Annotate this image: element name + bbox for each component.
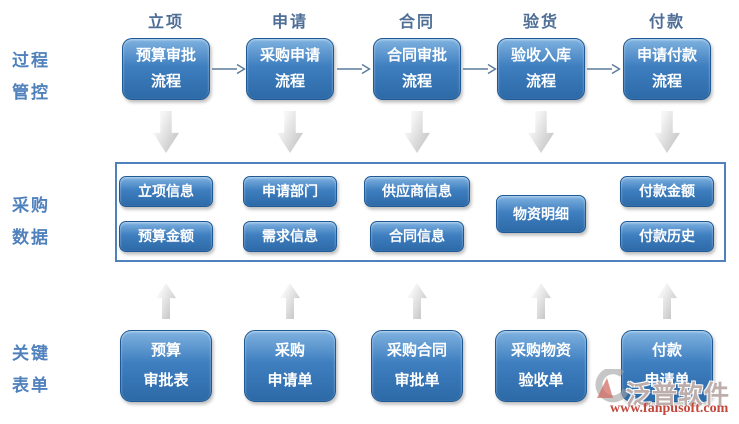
stage-header-project: 立项 bbox=[147, 14, 184, 31]
process-box-receive-stock-in: 验收入库 流程 bbox=[497, 38, 585, 100]
stage-header-inspect: 验货 bbox=[522, 14, 559, 31]
stage-header-request: 申请 bbox=[271, 14, 308, 31]
form-box-contract-approval-form: 采购合同 审批单 bbox=[371, 330, 463, 402]
up-arrow-icon bbox=[531, 283, 551, 319]
form-box-purchase-request-form: 采购 申请单 bbox=[244, 330, 336, 402]
form-box-budget-approval-form: 预算 审批表 bbox=[120, 330, 212, 402]
down-arrow-icon bbox=[277, 111, 303, 153]
data-box-payment-amount: 付款金额 bbox=[620, 176, 714, 207]
data-box-demand-info: 需求信息 bbox=[243, 221, 337, 252]
down-arrow-icon bbox=[404, 111, 430, 153]
process-box-budget-approval: 预算审批 流程 bbox=[122, 38, 210, 100]
watermark-url: www.fanpusoft.com bbox=[610, 401, 729, 416]
flow-right-arrow-icon bbox=[463, 63, 497, 75]
data-box-payment-history: 付款历史 bbox=[620, 221, 714, 252]
form-box-payment-request-form: 付款 申请单 bbox=[621, 330, 713, 402]
data-box-budget-amount: 预算金额 bbox=[119, 221, 213, 252]
down-arrow-icon bbox=[528, 111, 554, 153]
row-label-key-forms: 关键 表单 bbox=[12, 344, 50, 395]
flow-right-arrow-icon bbox=[212, 63, 246, 75]
data-box-contract-info: 合同信息 bbox=[370, 221, 464, 252]
up-arrow-icon bbox=[657, 283, 677, 319]
data-box-project-info: 立项信息 bbox=[119, 176, 213, 207]
process-box-purchase-request: 采购申请 流程 bbox=[246, 38, 334, 100]
flow-right-arrow-icon bbox=[587, 63, 621, 75]
data-box-material-detail: 物资明细 bbox=[496, 195, 586, 233]
row-label-procurement-data: 采购 数据 bbox=[12, 196, 50, 247]
flow-right-arrow-icon bbox=[337, 63, 371, 75]
stage-header-payment: 付款 bbox=[648, 14, 685, 31]
data-box-request-dept: 申请部门 bbox=[243, 176, 337, 207]
watermark-brand: 泛普软件 bbox=[626, 381, 731, 409]
data-box-supplier-info: 供应商信息 bbox=[364, 176, 470, 207]
row-label-process-control: 过程 管控 bbox=[12, 51, 50, 102]
process-box-payment-request: 申请付款 流程 bbox=[623, 38, 711, 100]
watermark: 泛普软件 www.fanpusoft.com bbox=[592, 363, 739, 421]
down-arrow-icon bbox=[153, 111, 179, 153]
up-arrow-icon bbox=[280, 283, 300, 319]
up-arrow-icon bbox=[407, 283, 427, 319]
up-arrow-icon bbox=[156, 283, 176, 319]
process-box-contract-approval: 合同审批 流程 bbox=[373, 38, 461, 100]
form-box-goods-receipt-form: 采购物资 验收单 bbox=[495, 330, 587, 402]
stage-header-contract: 合同 bbox=[398, 14, 435, 31]
fanpu-logo-icon bbox=[595, 369, 628, 403]
down-arrow-icon bbox=[654, 111, 680, 153]
